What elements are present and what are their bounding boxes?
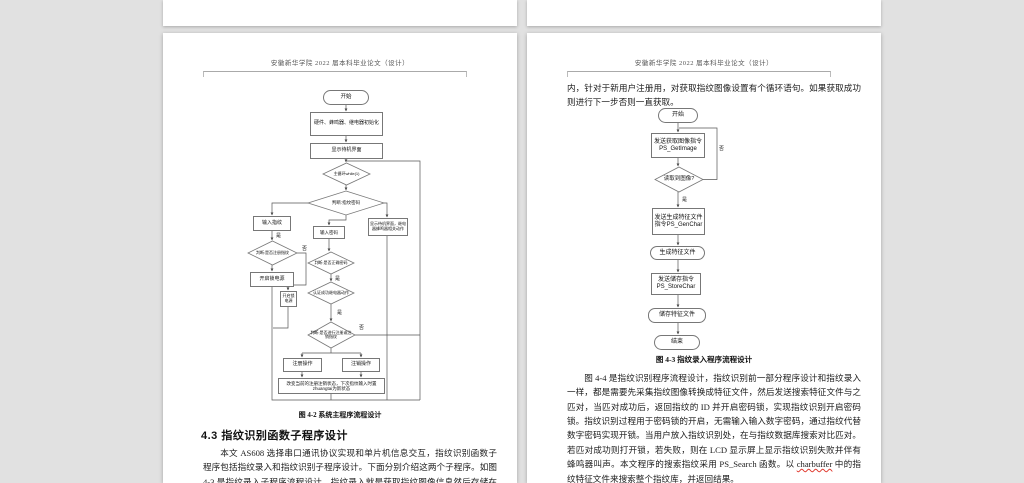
flow-node-gen-char: 发送生成特征文件指令PS_GenChar xyxy=(652,208,705,235)
flowchart-connectors xyxy=(247,105,421,401)
previous-page-left-bottom xyxy=(163,0,517,26)
flow-node-standby: 显示待机界面 xyxy=(310,143,383,159)
body-paragraph: 本文 AS608 选择串口通讯协议实现和单片机信息交互，指纹识别函数子程序包括指… xyxy=(203,448,497,483)
edge-label-no: 否 xyxy=(302,246,308,252)
figure-caption: 图 4-3 指纹录入程序流程设计 xyxy=(655,355,753,364)
document-page-right[interactable]: 安徽新华学院 2022 届本科毕业论文（设计） 内，针对于新用户注册用，对获取指… xyxy=(527,33,881,483)
running-header: 安徽新华学院 2022 届本科毕业论文（设计） xyxy=(270,60,410,67)
paragraph-text: 指纹识别过程用于密码锁的开启，无需输入输入数字密码，通过指纹代替数字密码实现开锁… xyxy=(567,416,861,470)
document-page-left[interactable]: 安徽新华学院 2022 届本科毕业论文（设计） xyxy=(163,33,517,483)
flow-node-unregister-op: 注销操作 xyxy=(342,358,380,372)
flowchart-connectors xyxy=(654,123,718,335)
figure-caption: 图 4-2 系统主程序流程设计 xyxy=(298,411,382,419)
previous-page-right-bottom xyxy=(527,0,881,26)
flow-node-judge-password: 判断:是否正确密码 xyxy=(314,259,348,265)
edge-label-yes: 是 xyxy=(335,276,341,282)
edge-label-no: 否 xyxy=(359,325,365,331)
flow-node-change-state: 改变当前的注册注销状态，下次指纹输入时置zhuangtai为新状态 xyxy=(278,378,385,394)
flow-node-judge-registered: 判断:是否注册指纹 xyxy=(255,249,290,255)
header-rule xyxy=(567,71,831,77)
flow-node-judge-reg-unreg: 判断:是否进行注册或注销指纹 xyxy=(310,329,352,339)
flow-node-feature-file: 生成特征文件 xyxy=(650,246,705,260)
flow-node-end: 结束 xyxy=(654,335,700,350)
edge-label-no: 否 xyxy=(719,146,725,152)
flow-node-init: 硬件、蜂鸣器、继电器初始化 xyxy=(310,112,383,136)
flow-node-open-lock: 开启锁电源 xyxy=(250,272,294,287)
flow-node-input-finger: 输入指纹 xyxy=(253,216,291,231)
flow-node-judge-image: 读取到图像? xyxy=(663,175,695,182)
body-paragraph: 内，针对于新用户注册用，对获取指纹图像设置有个循环语句。如果获取成功则进行下一步… xyxy=(567,83,861,108)
flow-node-get-image: 发送获取图像指令 PS_GetImage xyxy=(651,133,705,158)
flow-node-store-file: 储存特征文件 xyxy=(648,308,706,323)
body-paragraph: 指纹识别过程用于密码锁的开启，无需输入输入数字密码，通过指纹代替数字密码实现开锁… xyxy=(567,414,861,483)
header-rule xyxy=(203,71,467,77)
flow-node-auth-relay: 认证成功继电器动作 xyxy=(313,289,349,295)
body-paragraph: 图 4-4 是指纹识别程序流程设计，指纹识别前一部分程序设计和指纹录入一样，都是… xyxy=(567,373,861,427)
edge-label-yes: 是 xyxy=(682,197,688,203)
flow-node-start: 开始 xyxy=(658,108,698,123)
section-heading: 4.3 指纹识别函数子程序设计 xyxy=(201,430,348,442)
paragraph-text: 中的指纹特征文件来搜索整个指纹库，并返回结果。 xyxy=(567,459,862,483)
flow-node-input-password: 输入密码 xyxy=(313,226,345,239)
running-header: 安徽新华学院 2022 届本科毕业论文（设计） xyxy=(634,60,774,67)
spellcheck-flagged-word: charbuffer xyxy=(796,459,833,470)
flow-node-store-char: 发送储存指令 PS_StoreChar xyxy=(651,273,701,295)
flow-node-register-op: 注册操作 xyxy=(283,358,322,372)
flow-node-open-lock-small: 开启锁电源 xyxy=(280,291,297,307)
flow-node-start: 开始 xyxy=(323,90,369,105)
flow-node-standby-actions: 显示待机界面，继电器蜂鸣器相关动作 xyxy=(368,218,408,236)
edge-label-yes: 是 xyxy=(337,310,343,316)
flow-node-judge-mode: 判断:指纹密码 xyxy=(331,199,361,205)
edge-label-yes: 是 xyxy=(276,233,282,239)
flow-node-main-loop: 主循环while(1) xyxy=(333,170,360,176)
